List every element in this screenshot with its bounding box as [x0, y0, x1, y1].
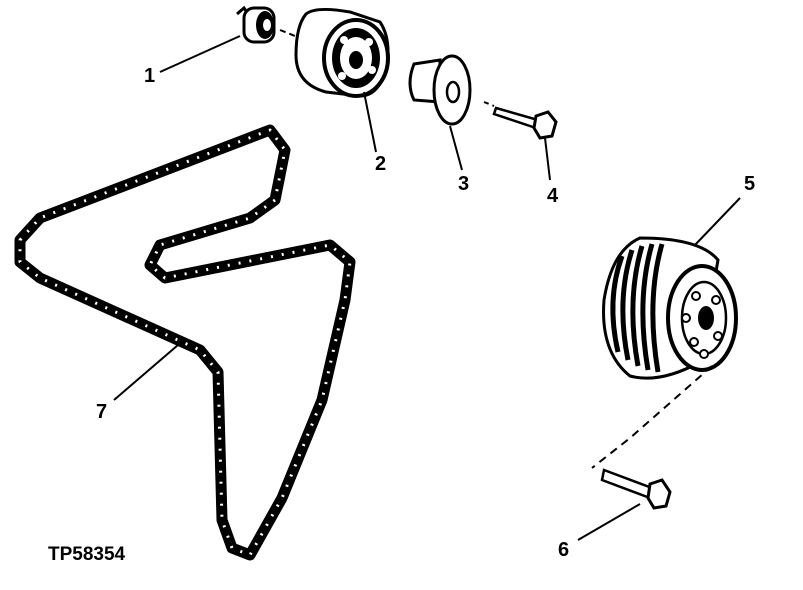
callout-4: 4: [547, 185, 559, 207]
part-7-drive-belt: [14, 124, 356, 561]
part-5-crankshaft-pulley: [602, 236, 738, 380]
callout-7: 7: [96, 401, 108, 423]
callout-5: 5: [744, 173, 756, 195]
callout-6: 6: [558, 539, 570, 561]
part-2-idler-pulley: [294, 7, 390, 98]
part-6-cap-screw: [600, 468, 672, 510]
callout-2: 2: [375, 153, 387, 175]
part-1-cap: [236, 5, 301, 44]
callout-3: 3: [458, 173, 470, 195]
callout-1: 1: [144, 65, 156, 87]
part-4-cap-screw: [483, 101, 558, 140]
leader-lines: [113, 35, 741, 541]
figure-id: TP58354: [48, 544, 126, 565]
part-3-spacer-bushing: [408, 54, 472, 126]
